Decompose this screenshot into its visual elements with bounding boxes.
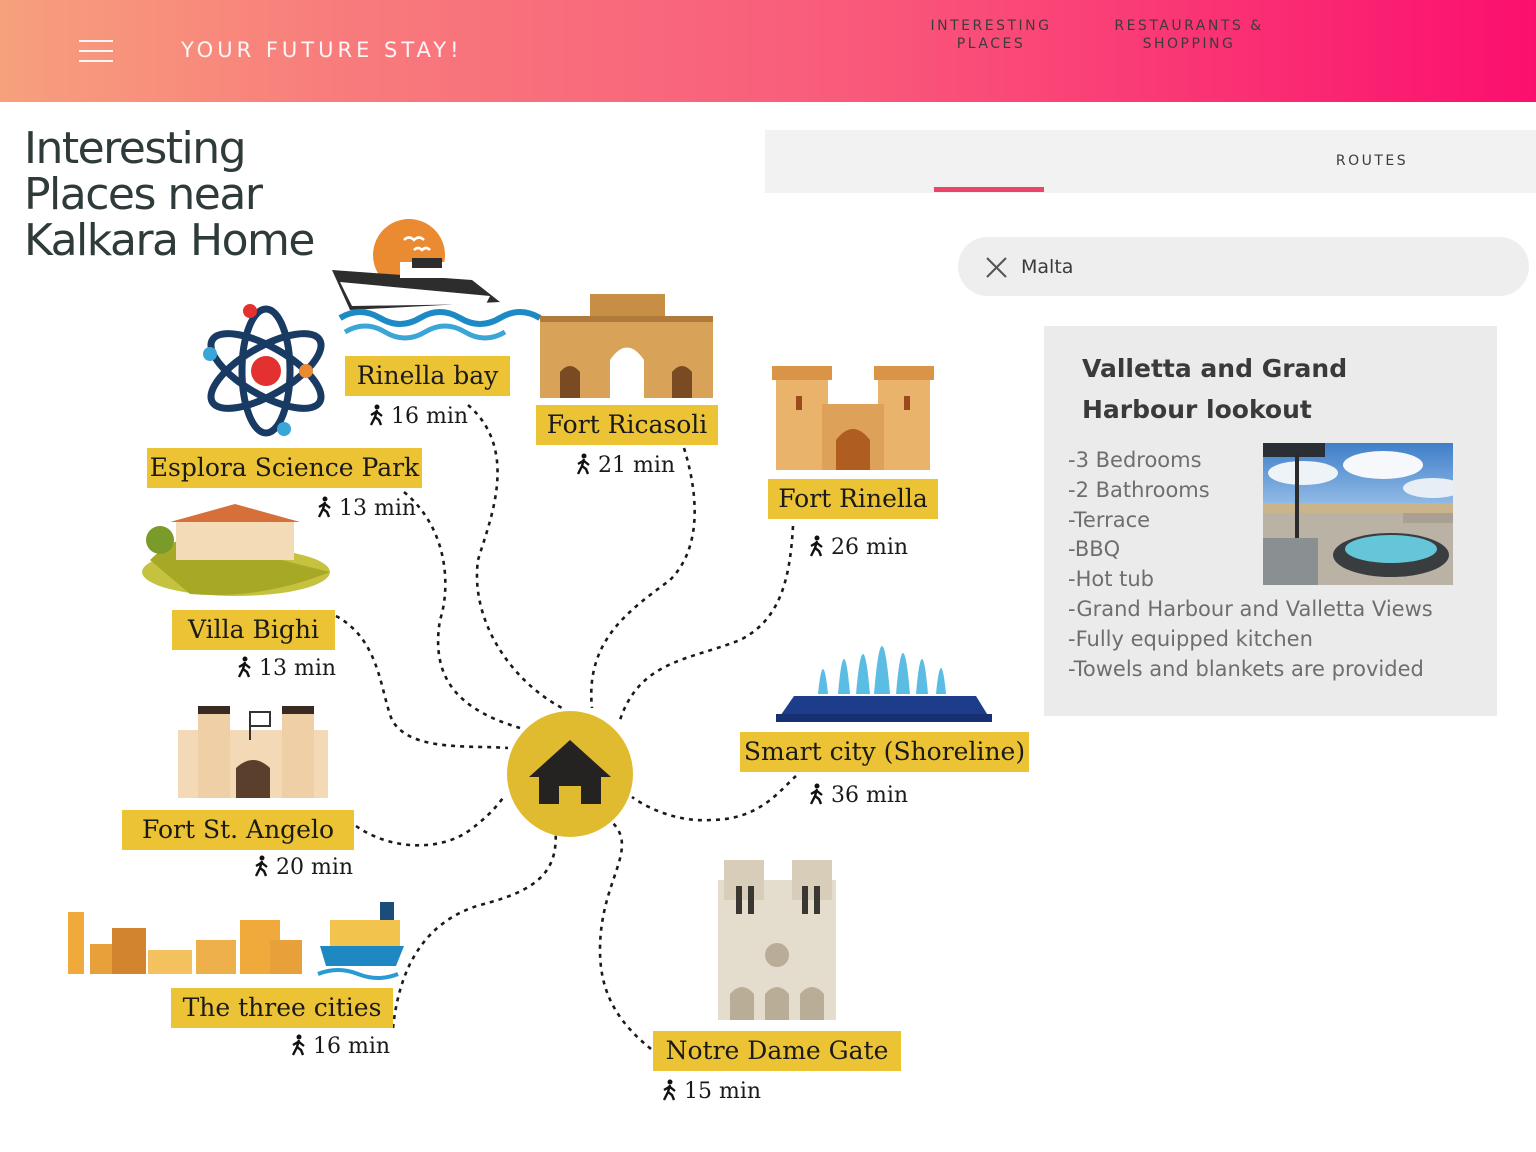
walk-time: 16 min <box>391 404 469 429</box>
walk-time: 36 min <box>831 783 909 808</box>
walking-person-icon <box>576 453 590 475</box>
property-photo[interactable] <box>1263 443 1453 585</box>
feature-item: -2 Bathrooms <box>1068 477 1210 502</box>
place-three-cities[interactable]: The three cities <box>171 988 393 1028</box>
search-input[interactable] <box>1021 252 1501 282</box>
walk-time: 13 min <box>259 656 337 681</box>
walking-person-icon <box>662 1079 676 1101</box>
place-fort-st-angelo[interactable]: Fort St. Angelo <box>122 810 354 850</box>
yacht-illustration <box>332 219 542 341</box>
feature-item: -Grand Harbour and Valletta Views <box>1068 596 1433 621</box>
walk-time-notre-dame: 15 min <box>661 1079 761 1104</box>
feature-item: -BBQ <box>1068 537 1121 562</box>
place-notre-dame-gate[interactable]: Notre Dame Gate <box>653 1031 901 1071</box>
walk-time: 20 min <box>276 855 354 880</box>
home-icon[interactable] <box>507 711 633 837</box>
walk-time: 26 min <box>831 535 909 560</box>
notre-dame-illustration <box>718 860 836 1020</box>
feature-item: -Hot tub <box>1068 567 1154 592</box>
walking-person-icon <box>254 855 268 877</box>
routes <box>335 404 797 1051</box>
walk-time: 21 min <box>598 453 676 478</box>
atom-illustration <box>203 304 325 437</box>
feature-item: -3 Bedrooms <box>1068 448 1202 472</box>
walk-time-three-cities: 16 min <box>290 1034 390 1059</box>
tab-bar <box>765 130 1536 193</box>
walk-time-rinella-bay: 16 min <box>368 404 468 429</box>
walk-time: 16 min <box>313 1034 391 1059</box>
fort-st-angelo-illustration <box>178 706 328 798</box>
active-tab-indicator <box>934 187 1044 192</box>
walking-person-icon <box>291 1034 305 1056</box>
walk-time-esplora: 13 min <box>316 496 416 521</box>
walk-time: 13 min <box>339 496 417 521</box>
walk-time: 15 min <box>684 1079 762 1104</box>
close-icon[interactable] <box>985 256 1008 279</box>
page-title: Interesting Places near Kalkara Home <box>24 123 315 266</box>
header-bar: YOUR FUTURE STAY! <box>0 0 1536 102</box>
place-fort-ricasoli[interactable]: Fort Ricasoli <box>536 405 718 445</box>
property-title: Valletta and Grand Harbour lookout <box>1082 354 1348 424</box>
place-rinella-bay[interactable]: Rinella bay <box>345 356 510 396</box>
feature-item: -Towels and blankets are provided <box>1068 656 1424 681</box>
walk-time-smart-city: 36 min <box>808 783 908 808</box>
tab-restaurants-shopping[interactable]: RESTAURANTS & SHOPPING <box>1114 18 1264 52</box>
villa-bighi-illustration <box>142 504 330 596</box>
walk-time-fort-rinella: 26 min <box>808 535 908 560</box>
feature-item: -Fully equipped kitchen <box>1068 626 1313 651</box>
walk-time-fort-ricasoli: 21 min <box>575 453 675 478</box>
hamburger-menu-icon[interactable] <box>79 40 113 62</box>
place-esplora-science-park[interactable]: Esplora Science Park <box>147 448 422 488</box>
walking-person-icon <box>369 404 383 426</box>
tab-interesting-places[interactable]: INTERESTING PLACES <box>930 18 1052 52</box>
fountain-illustration <box>776 646 992 722</box>
walking-person-icon <box>809 535 823 557</box>
walking-person-icon <box>809 783 823 805</box>
walk-time-fort-st-angelo: 20 min <box>253 855 353 880</box>
feature-item: -Terrace <box>1068 507 1151 532</box>
walking-person-icon <box>237 656 251 678</box>
fort-ricasoli-illustration <box>540 294 713 398</box>
tab-routes[interactable]: ROUTES <box>1335 153 1409 169</box>
property-features: -3 Bedrooms -2 Bathrooms -Terrace -BBQ -… <box>1068 446 1433 684</box>
place-smart-city[interactable]: Smart city (Shoreline) <box>740 732 1029 772</box>
walking-person-icon <box>317 496 331 518</box>
place-villa-bighi[interactable]: Villa Bighi <box>172 610 335 650</box>
three-cities-illustration <box>68 902 404 980</box>
brand-title[interactable]: YOUR FUTURE STAY! <box>181 38 463 62</box>
fort-rinella-illustration <box>772 366 934 470</box>
place-fort-rinella[interactable]: Fort Rinella <box>768 479 938 519</box>
walk-time-villa-bighi: 13 min <box>236 656 336 681</box>
